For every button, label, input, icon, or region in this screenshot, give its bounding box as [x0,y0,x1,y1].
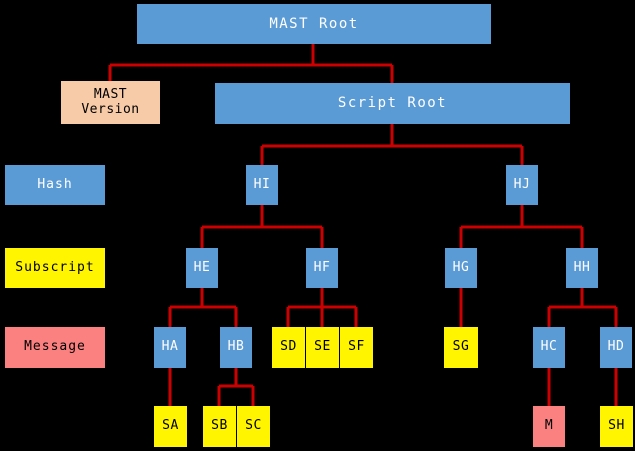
edge-hj-fan [459,205,584,248]
edge-hh-fan [547,288,618,327]
node-hc: HC [533,327,565,368]
edge-mast-root-fan [108,44,394,83]
node-ha: HA [154,327,186,368]
node-label-hb: HB [227,339,245,355]
node-hb: HB [220,327,252,368]
edge-script-root-fan [260,124,524,165]
node-se: SE [306,327,339,368]
node-sd: SD [272,327,305,368]
node-hf: HF [306,248,338,288]
node-label-hi: HI [253,176,271,192]
node-mast-root: MAST Root [137,4,491,44]
node-label-sb: SB [211,418,228,434]
node-hd: HD [600,327,632,368]
node-label-hf: HF [313,259,331,275]
legend-label-subscript: Subscript [15,259,95,275]
node-label-sg: SG [452,339,470,355]
node-label-hj: HJ [513,176,531,192]
node-label-sa: SA [162,418,179,434]
node-hj: HJ [506,165,538,205]
node-label-script-root: Script Root [337,95,448,112]
node-sa: SA [154,406,187,447]
node-he: HE [186,248,218,288]
node-sh: SH [600,406,633,447]
node-hg: HG [445,248,477,288]
node-hi: HI [246,165,278,205]
legend-item-hash: Hash [5,165,105,205]
node-label-hg: HG [452,259,470,275]
node-sc: SC [237,406,270,447]
node-label-sc: SC [245,418,262,434]
node-label-hd: HD [607,339,625,355]
node-label-mast-version: MAST Version [81,86,140,117]
node-sg: SG [444,327,478,368]
legend-label-hash: Hash [37,176,73,192]
node-label-sh: SH [608,418,625,434]
edge-hf-fan [286,288,358,327]
node-label-sf: SF [348,339,365,355]
node-sf: SF [340,327,373,368]
node-label-sd: SD [280,339,297,355]
node-label-mast-root: MAST Root [269,15,359,32]
node-label-hc: HC [540,339,558,355]
node-sb: SB [203,406,236,447]
node-script-root: Script Root [215,83,570,124]
node-label-hh: HH [573,259,591,275]
edge-hb-fan [217,368,255,406]
edge-he-fan [168,288,238,327]
node-label-he: HE [193,259,211,275]
node-mast-version: MAST Version [61,81,160,124]
edge-hi-fan [200,205,324,248]
legend-label-message: Message [24,339,86,355]
node-label-se: SE [314,339,331,355]
node-hh: HH [566,248,598,288]
legend-item-message: Message [5,327,105,368]
node-label-m: M [544,418,554,434]
node-label-ha: HA [161,339,179,355]
legend-item-subscript: Subscript [5,248,105,288]
node-m: M [533,406,565,447]
